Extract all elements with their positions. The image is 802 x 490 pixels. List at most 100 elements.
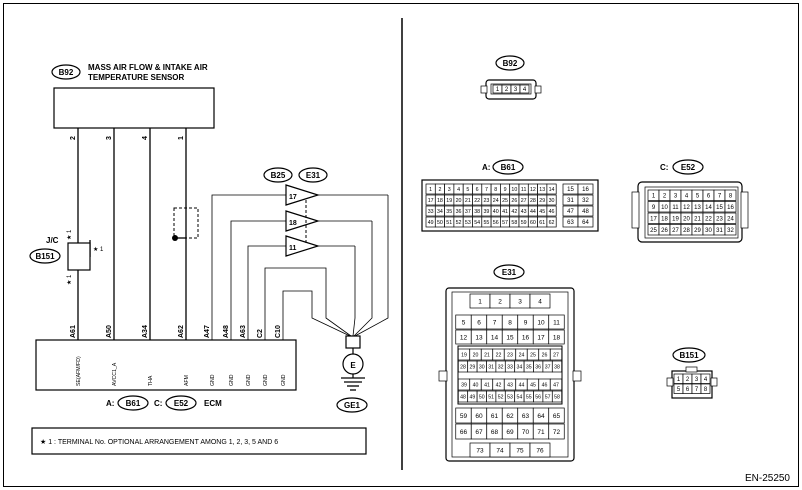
e31-pin: 45 [530,382,536,388]
b61-pin: 13 [539,187,545,193]
e31-pin: 61 [491,413,499,420]
e52-pin: 9 [652,205,656,211]
svg-text:GE1: GE1 [344,401,361,410]
svg-text:A50: A50 [106,325,113,338]
e31-pin: 43 [507,382,513,388]
b61-pin: 47 [567,209,574,215]
e31-pin: 16 [522,334,530,341]
b92-pin: 3 [514,87,518,93]
e31-pin: 37 [545,364,551,370]
e31-cell [549,348,563,361]
svg-text:GND: GND [281,374,287,386]
sensor-pin: 4 [142,136,149,140]
ecm-pin-labels: A61 A50 A34 A62 A47 A48 A63 C2 C10 [70,325,282,338]
e31-pin: 53 [507,394,513,400]
e52-pin: 3 [674,193,678,199]
b61-pin: 41 [502,209,508,215]
e31-pin: 33 [507,364,513,370]
e31-pin: 11 [553,319,560,326]
e31-pin: 63 [522,413,530,420]
amp-pin: 18 [289,220,297,227]
e31-pin: 39 [461,382,467,388]
e31-cell [551,390,563,403]
svg-text:THA: THA [148,375,154,386]
e31-cell [548,314,565,330]
b61-pin: 55 [483,220,489,226]
b61-pin: 19 [446,198,452,204]
e31-pin: 47 [553,382,559,388]
svg-text:E52: E52 [174,399,189,408]
e31-cell [548,407,565,424]
ground-code-badge: GE1 [336,397,368,413]
svg-text:E52: E52 [681,163,696,172]
svg-text:B61: B61 [501,163,516,172]
svg-text:ECM: ECM [204,399,222,408]
e31-pin: 1 [478,298,482,305]
svg-text:E31: E31 [306,171,321,180]
svg-text:B92: B92 [503,59,518,68]
e31-pin: 65 [553,413,561,420]
b151-pin: 4 [704,377,708,383]
e31-pin: 41 [484,382,490,388]
e52-pin: 14 [705,205,712,211]
ecm-body [35,339,297,391]
e52-pin: 15 [716,205,723,211]
b61-pin: 21 [465,198,471,204]
e31-pin: 12 [460,334,468,341]
ecm-signal-labels: SE(AFM/FD) AVCC1_A THA AFM GND GND GND G… [76,356,287,386]
b61-pin: 64 [582,220,589,226]
e31-pin: 15 [506,334,514,341]
e52-pin: 30 [705,228,712,234]
e52-pin: 1 [652,193,656,199]
ground-letter: E [350,361,356,370]
e31-pin: 44 [519,382,525,388]
amp-pin: 17 [289,194,297,201]
sensor-wires [77,128,187,340]
sensor-code: B92 [59,68,74,77]
e31-pin: 56 [535,394,541,400]
e31-pin: 27 [553,352,559,358]
b92-pin: 4 [523,87,527,93]
b61-pin: 5 [466,187,469,193]
e31-cell [548,423,565,440]
e31-pin: 49 [470,394,476,400]
b61-pin: 25 [502,198,508,204]
b61-pin: 17 [428,198,434,204]
b61-pin: 40 [493,209,499,215]
e52-pin: 6 [707,193,711,199]
svg-text:GND: GND [210,374,216,386]
svg-text:E31: E31 [502,268,517,277]
e52-pin: 23 [716,216,723,222]
e52-pin: 27 [672,228,679,234]
svg-text:GND: GND [263,374,269,386]
e52-pin: 29 [694,228,701,234]
svg-text:C:: C: [660,163,668,172]
note-box [31,427,367,455]
e31-pin: 9 [524,319,528,326]
jc-star-note: ★ 1 [66,274,73,285]
sensor-pin: 1 [178,136,185,140]
e52-pin: 22 [705,216,712,222]
b61-pin: 29 [539,198,545,204]
jc-code-badge: B151 [29,248,61,264]
e31-pin: 75 [516,447,524,454]
e31-pin: 31 [488,364,494,370]
svg-text:A61: A61 [70,325,77,338]
e31-pin: 7 [493,319,497,326]
svg-text:AFM: AFM [184,375,190,386]
e31-pin: 17 [537,334,545,341]
b61-pin: 2 [438,187,441,193]
e52-pin: 5 [696,193,700,199]
sensor-label: B92 MASS AIR FLOW & INTAKE AIR TEMPERATU… [51,63,208,82]
optional-shield-box [173,207,199,239]
b61-pin: 3 [448,187,451,193]
b61-cell [577,205,594,217]
e31-pin: 73 [476,447,484,454]
b61-pin: 58 [511,220,517,226]
jc-box [67,242,91,271]
b61-pin: 43 [521,209,527,215]
b61-cell [546,216,557,228]
e52-cell [724,189,737,201]
